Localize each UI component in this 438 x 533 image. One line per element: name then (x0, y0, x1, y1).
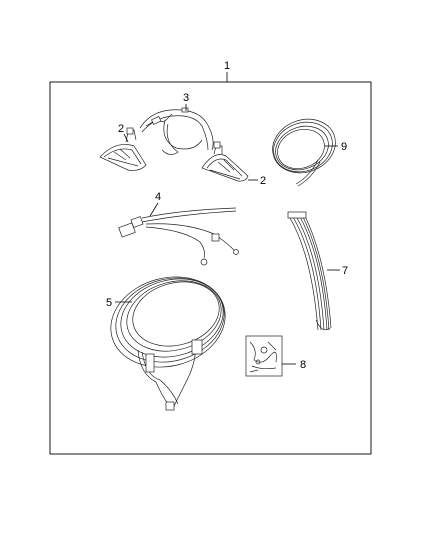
lamp-left-leader-line (123, 133, 129, 143)
fog-lamp-left (99, 127, 147, 171)
callout-kit: 1 (224, 60, 230, 72)
fastener-bag (245, 335, 283, 377)
callout-lamp-right: 2 (260, 175, 266, 187)
lamp-harness (139, 107, 214, 155)
jumper-harness (118, 207, 239, 266)
callout-fastener-bag: 8 (300, 359, 306, 371)
fog-lamp-right (201, 141, 249, 182)
main-wiring-harness (110, 276, 226, 411)
kit-frame (49, 81, 372, 455)
callout-main-harness: 5 (106, 297, 112, 309)
callout-tubing: 9 (341, 141, 347, 153)
jumper-harness-leader-line (149, 202, 159, 217)
wire-ties-bundle (287, 211, 332, 331)
callout-wire-ties: 7 (342, 265, 348, 277)
callout-lamp-harness: 3 (183, 92, 189, 104)
callout-jumper-harness: 4 (155, 191, 161, 203)
coiled-tubing (272, 118, 336, 187)
callout-lamp-left: 2 (118, 123, 124, 135)
